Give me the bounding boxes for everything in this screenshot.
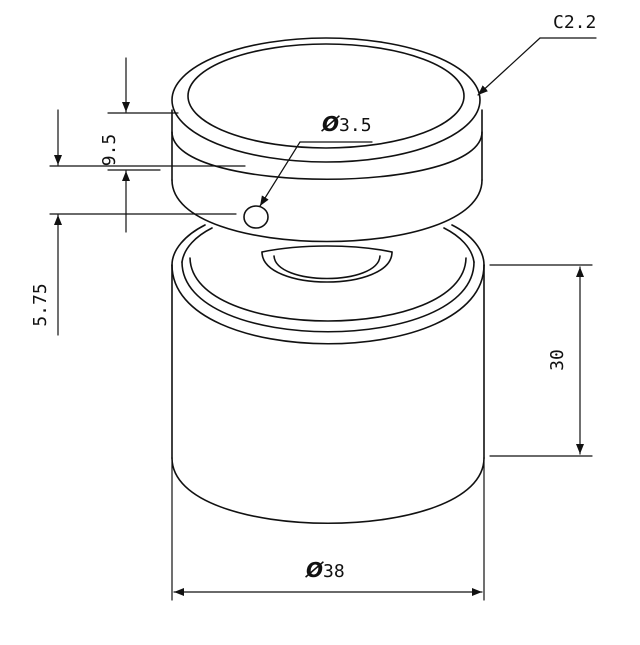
body-bottom-arc xyxy=(171,457,485,524)
leader-chamfer-line xyxy=(477,37,541,96)
cylinder-body xyxy=(171,224,485,524)
leader-chamfer xyxy=(477,37,597,96)
dim-body-height xyxy=(489,264,593,457)
label-cap-height: 9.5 xyxy=(99,134,120,167)
body-top-rim-outer-right xyxy=(451,224,485,266)
body-top-front-edge xyxy=(171,264,485,345)
body-top-face-right xyxy=(443,227,475,263)
leader-hole xyxy=(259,141,373,207)
dim-hole-offset xyxy=(49,109,246,336)
label-body-height: 30 xyxy=(547,349,568,371)
label-body-diameter: Ø38 xyxy=(305,558,345,582)
body-chamfer-inner xyxy=(189,257,467,322)
body-top-face-left xyxy=(181,227,213,263)
dim-cap-height xyxy=(107,57,179,233)
label-hole-diameter: Ø3.5 xyxy=(321,112,372,136)
cap-top-face-outer xyxy=(171,37,481,163)
bore-outer xyxy=(261,251,393,283)
body-top-rim-outer xyxy=(171,224,206,266)
cap xyxy=(171,37,483,243)
diameter-symbol: Ø xyxy=(321,112,340,136)
cross-hole xyxy=(243,205,269,229)
label-chamfer: C2.2 xyxy=(553,12,596,33)
cap-bottom-edge xyxy=(171,179,483,243)
dim-body-diameter xyxy=(171,461,485,601)
label-hole-offset: 5.75 xyxy=(30,283,51,326)
hole-diameter-value: 3.5 xyxy=(339,115,372,136)
bore-top xyxy=(261,245,393,253)
cap-band-line xyxy=(171,131,483,180)
diameter-symbol-38: Ø xyxy=(305,558,324,582)
body-chamfer-edge xyxy=(181,261,475,333)
bore-inner xyxy=(273,255,381,280)
cap-top-face-inner xyxy=(187,43,465,149)
bore xyxy=(261,245,393,283)
leader-hole-line xyxy=(259,141,301,207)
body-diameter-value: 38 xyxy=(323,561,345,582)
